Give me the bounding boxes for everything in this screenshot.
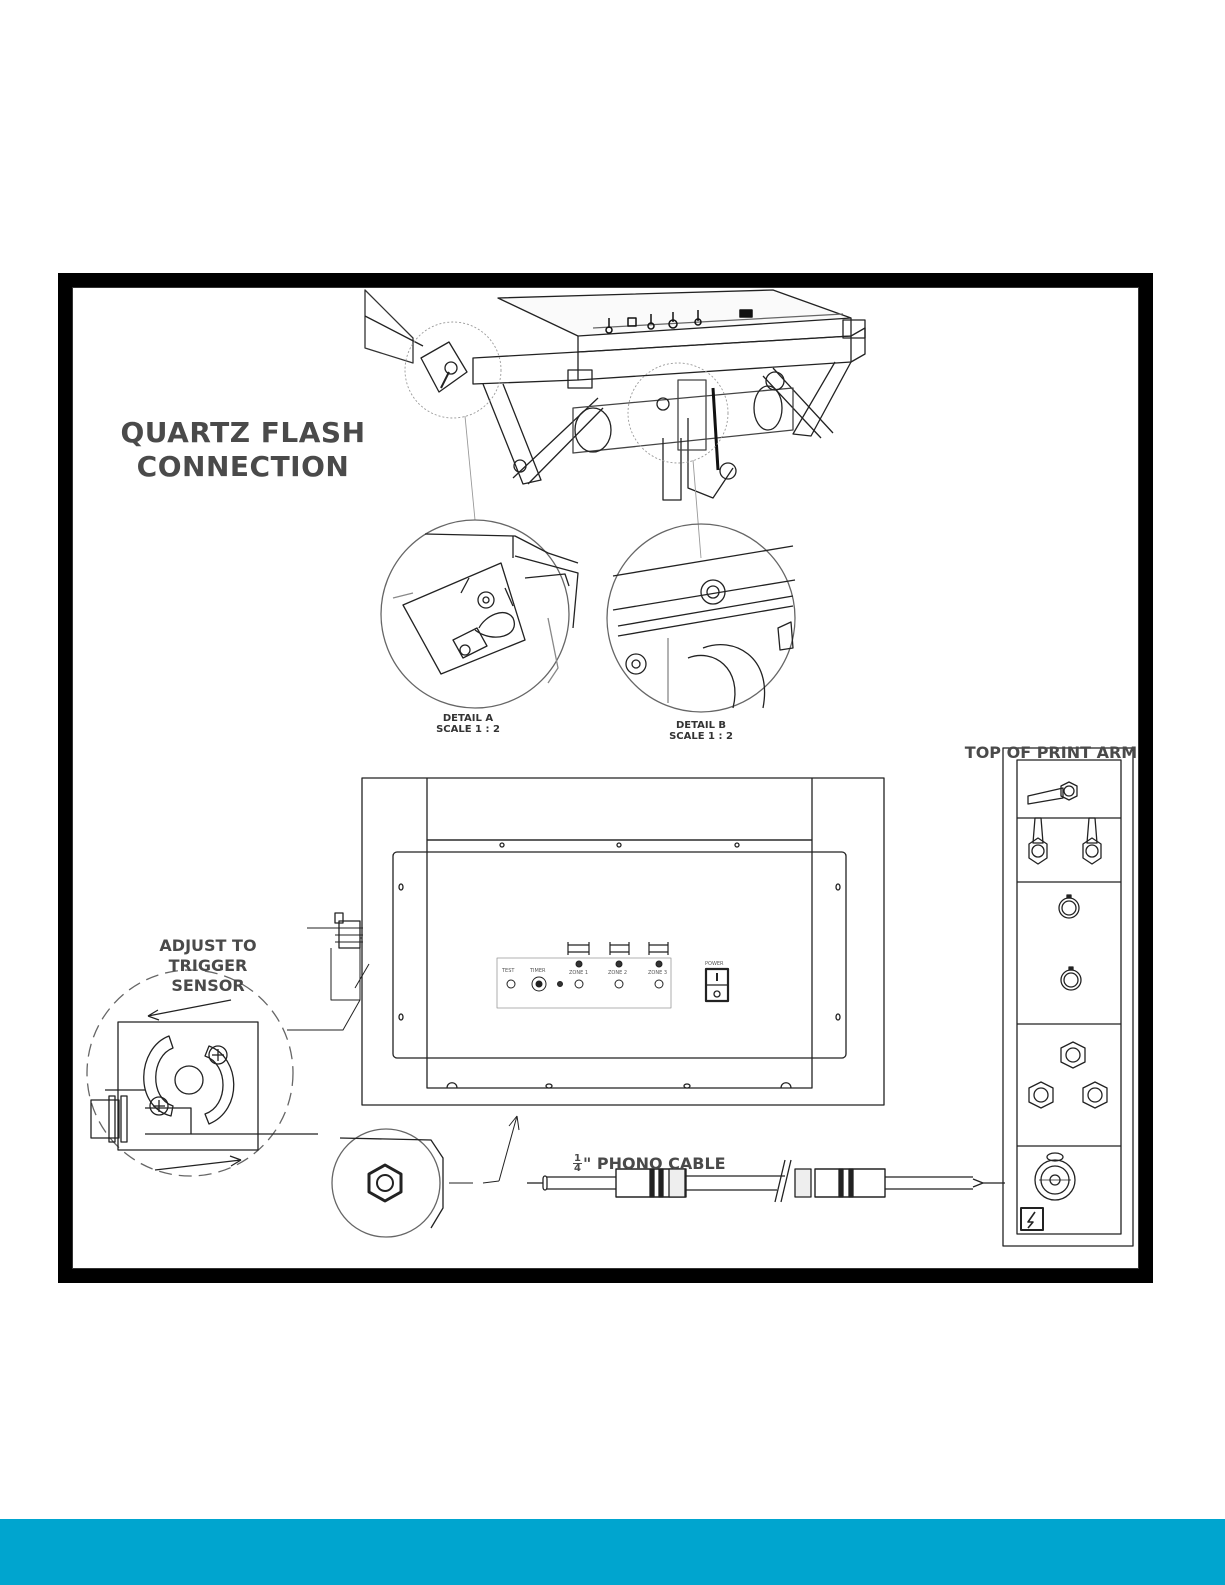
- cable-fraction-denominator: 4: [573, 1164, 582, 1173]
- detail-a-callout: [405, 322, 501, 418]
- detail-b-label: DETAIL B SCALE 1 : 2: [648, 720, 754, 742]
- front-panel-view: [362, 778, 884, 1105]
- detail-b-scale: SCALE 1 : 2: [648, 731, 754, 742]
- detail-a-scale: SCALE 1 : 2: [415, 724, 521, 735]
- detail-a-name: DETAIL A: [415, 713, 521, 724]
- phono-cable-label: 1 4 " PHONO CABLE: [573, 1154, 726, 1174]
- cable-fraction: 1 4: [573, 1154, 582, 1173]
- zone-toggles: [568, 942, 668, 955]
- panel-label-zone-1: ZONE 1: [569, 970, 588, 976]
- panel-label-zone-3: ZONE 3: [648, 970, 667, 976]
- diagram-frame: QUARTZ FLASH CONNECTION DETAIL A SCALE 1…: [58, 273, 1153, 1283]
- phono-jack-detail: [332, 1116, 519, 1237]
- panel-label-test: TEST: [502, 968, 514, 974]
- power-switch: [706, 969, 728, 1001]
- diagram-inner-border: QUARTZ FLASH CONNECTION DETAIL A SCALE 1…: [72, 287, 1139, 1269]
- detail-a-label: DETAIL A SCALE 1 : 2: [415, 713, 521, 735]
- print-arm-label: TOP OF PRINT ARM: [951, 744, 1151, 762]
- detail-b-view: [607, 524, 795, 712]
- adjust-sensor-label: ADJUST TO TRIGGER SENSOR: [143, 936, 273, 996]
- adjust-line-1: ADJUST TO: [143, 936, 273, 956]
- print-arm-strip: [1003, 748, 1133, 1246]
- adjust-line-3: SENSOR: [143, 976, 273, 996]
- lightning-icon: [1021, 1208, 1043, 1230]
- panel-label-zone-2: ZONE 2: [608, 970, 627, 976]
- title-line-1: QUARTZ FLASH: [113, 416, 373, 450]
- cable-label-text: " PHONO CABLE: [583, 1154, 726, 1173]
- panel-label-timer: TIMER: [530, 968, 545, 974]
- title-line-2: CONNECTION: [113, 450, 373, 484]
- adjust-line-2: TRIGGER: [143, 956, 273, 976]
- panel-label-power: POWER: [705, 961, 724, 967]
- footer-bar: [0, 1519, 1225, 1585]
- flash-unit-isometric: [365, 290, 865, 500]
- page-title: QUARTZ FLASH CONNECTION: [113, 416, 373, 484]
- detail-b-name: DETAIL B: [648, 720, 754, 731]
- control-strip: [497, 958, 671, 1008]
- detail-a-view: [381, 520, 578, 708]
